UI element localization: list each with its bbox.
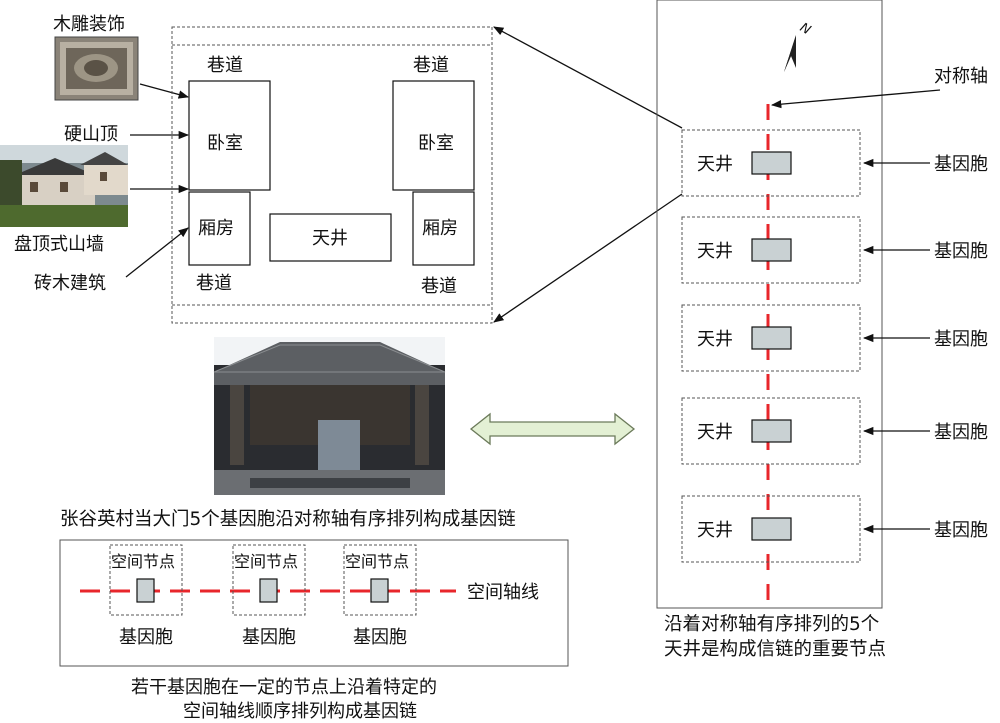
plan-wing-right-label: 厢房 (422, 218, 458, 239)
courtyard-node (751, 517, 792, 541)
space-node-frame (109, 544, 183, 616)
axis-caption-line2: 天井是构成信链的重要节点 (664, 639, 886, 660)
svg-text:N: N (797, 20, 813, 38)
courtyard-plan: 巷道 巷道 卧室 卧室 厢房 厢房 天井 巷道 巷道 (171, 26, 493, 324)
plan-courtyard (269, 213, 392, 262)
courtyard-node (751, 326, 792, 350)
gene-cell-courtyard-label: 天井 (697, 422, 733, 443)
gene-cell-label: 基因胞 (934, 520, 988, 541)
gene-cell-courtyard-label: 天井 (697, 329, 733, 350)
plan-bedroom-right (392, 80, 475, 191)
axis-caption-line1: 沿着对称轴有序排列的5个 (664, 614, 879, 635)
label-wood-carving: 木雕装饰 (53, 14, 125, 35)
gene-cell-frame (681, 304, 861, 372)
space-node-cell-label: 基因胞 (353, 627, 407, 648)
courtyard-node (751, 419, 792, 443)
gene-cell-courtyard-label: 天井 (697, 520, 733, 541)
gene-cell: 天井 基因胞 (681, 304, 988, 372)
gene-cell-label: 基因胞 (934, 329, 988, 350)
gene-cell: 天井 基因胞 (681, 129, 988, 197)
village-house-photo (0, 145, 128, 227)
gene-cell-frame (681, 397, 861, 465)
north-arrow-icon: N (784, 20, 813, 72)
gene-cell-frame (681, 129, 861, 197)
courtyard-node (751, 151, 792, 175)
space-node-label: 空间节点 (234, 552, 298, 571)
space-node-cell-label: 基因胞 (242, 627, 296, 648)
plan-wing-left (188, 191, 251, 266)
plan-bedroom-left (188, 80, 271, 191)
chain-caption-line1: 若干基因胞在一定的节点上沿着特定的 (131, 677, 437, 698)
courtyard-node (751, 238, 792, 262)
symmetry-axis-label: 对称轴 (934, 66, 988, 87)
gene-cell: 天井 基因胞 (681, 216, 988, 284)
plan-bedroom-left-label: 卧室 (207, 133, 243, 154)
chain-panel: 空间轴线 若干基因胞在一定的节点上沿着特定的 空间轴线顺序排列构成基因链 (59, 539, 569, 722)
plan-alley-top-right: 巷道 (413, 55, 449, 76)
space-node-frame (343, 544, 417, 616)
plan-bedroom-right-label: 卧室 (418, 133, 454, 154)
arrow-wood-carving (139, 83, 190, 99)
symmetry-axis-pointer (770, 89, 941, 109)
chain-caption-line2: 空间轴线顺序排列构成基因链 (183, 701, 417, 722)
chain-axis-label: 空间轴线 (467, 582, 539, 603)
courtyard-photo (213, 337, 446, 495)
gene-cell: 天井 基因胞 (681, 495, 988, 563)
gene-cell-label: 基因胞 (934, 154, 988, 175)
zoom-arrow-top (493, 26, 683, 129)
photo-caption: 张谷英村当大门5个基因胞沿对称轴有序排列构成基因链 (60, 509, 516, 530)
gene-cell-frame (681, 216, 861, 284)
plan-wing-right (412, 191, 475, 266)
space-node-marker (370, 578, 389, 603)
plan-courtyard-label: 天井 (312, 228, 348, 249)
plan-alley-bottom-left: 巷道 (196, 273, 232, 294)
label-hip-gable-wall: 盘顶式山墙 (14, 234, 104, 255)
space-node-label: 空间节点 (345, 552, 409, 571)
axis-cells: 天井基因胞天井基因胞天井基因胞天井基因胞天井基因胞 (681, 129, 988, 563)
axis-panel: N 对称轴 沿着对称轴有序排列的5个 天井是构成信链的重要节点 (656, 0, 988, 660)
zoom-arrow-bottom (493, 193, 683, 323)
gene-cell-courtyard-label: 天井 (697, 154, 733, 175)
plan-wing-left-label: 厢房 (198, 218, 234, 239)
arrow-brick-wood (125, 227, 189, 278)
wood-carving-photo (54, 36, 139, 101)
gene-cell-label: 基因胞 (934, 422, 988, 443)
space-node-label: 空间节点 (111, 552, 175, 571)
gene-cell-courtyard-label: 天井 (697, 241, 733, 262)
label-brick-wood: 砖木建筑 (34, 273, 106, 294)
space-node-marker (259, 578, 278, 603)
gene-cell-label: 基因胞 (934, 241, 988, 262)
plan-alley-top-left: 巷道 (207, 55, 243, 76)
space-node-frame (232, 544, 306, 616)
space-node-cell-label: 基因胞 (119, 627, 173, 648)
label-gable-roof: 硬山顶 (64, 124, 118, 145)
gene-cell: 天井 基因胞 (681, 397, 988, 465)
space-node-marker (136, 578, 155, 603)
double-arrow (469, 412, 636, 446)
plan-alley-bottom-right: 巷道 (421, 276, 457, 297)
gene-cell-frame (681, 495, 861, 563)
